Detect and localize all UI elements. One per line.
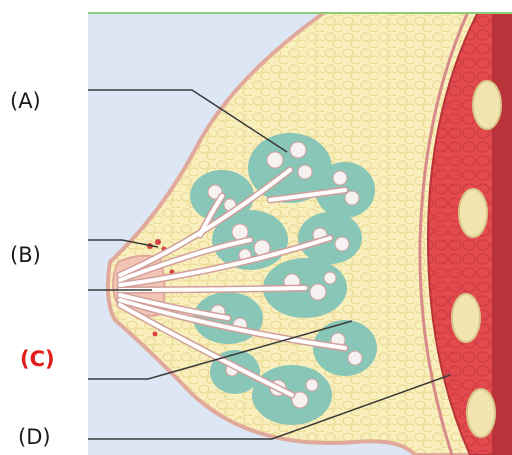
rib — [452, 294, 480, 342]
areolar-gland — [153, 332, 158, 337]
areolar-gland — [155, 239, 161, 245]
rib-cage-band — [492, 12, 512, 455]
label-a: (A) — [10, 91, 41, 112]
label-b: (B) — [10, 245, 41, 266]
rib — [459, 189, 487, 237]
label-d: (D) — [18, 427, 51, 448]
rib — [473, 81, 501, 129]
label-c: (C) — [20, 349, 55, 370]
rib — [467, 389, 495, 437]
top-border — [88, 0, 512, 14]
